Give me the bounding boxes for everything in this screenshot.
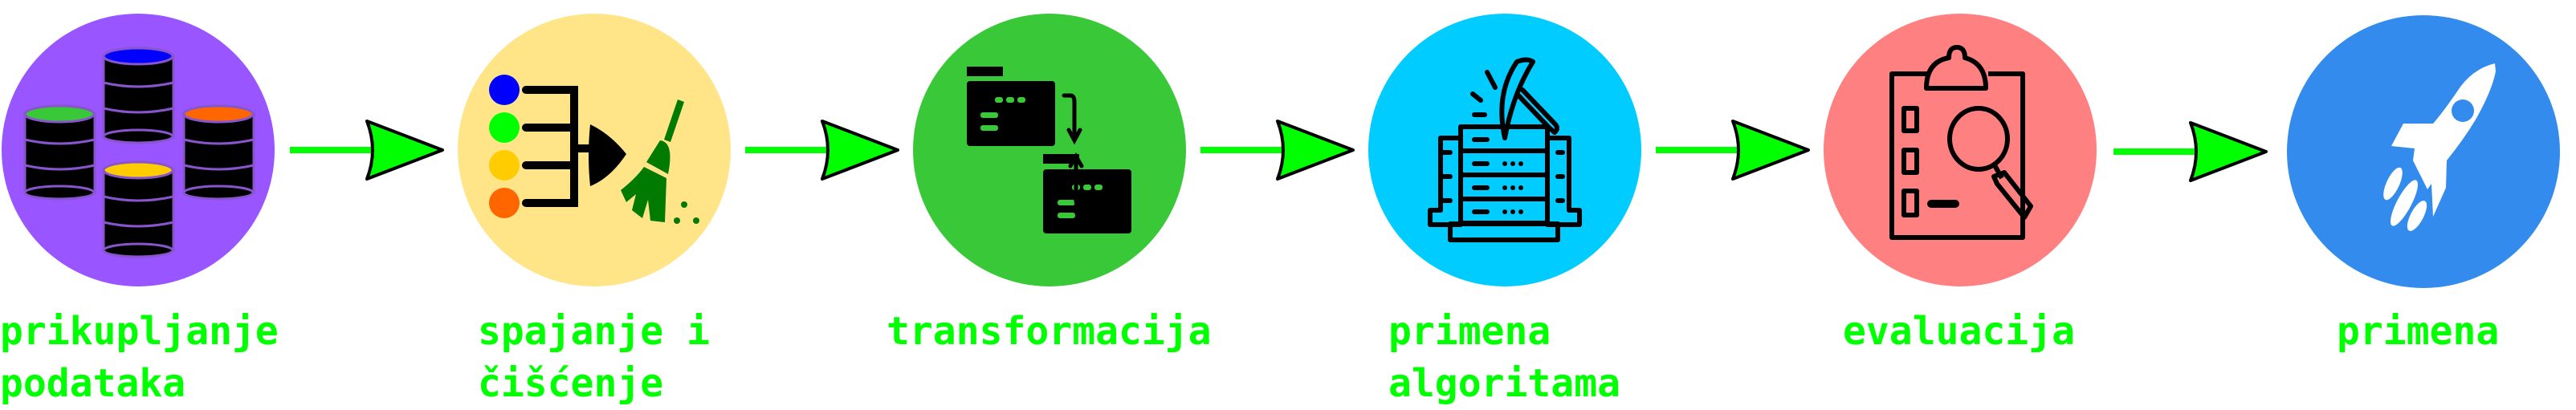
- step-label-spajanje: spajanje i čišćenje: [478, 306, 710, 410]
- step-circle: [913, 14, 1186, 286]
- step-spajanje: [458, 14, 731, 286]
- flow-arrow-2: [744, 120, 899, 181]
- step-transformacija: [913, 14, 1186, 286]
- step-primena-algoritama: [1368, 14, 1641, 286]
- step-circle: [1824, 14, 2097, 286]
- flow-arrow-4: [1654, 120, 1810, 181]
- step-label-evaluacija: evaluacija: [1843, 306, 2075, 358]
- file-transform-icon: [967, 67, 1131, 233]
- label-line: algoritama: [1388, 361, 1620, 406]
- label-line: prikupljanje: [0, 309, 279, 354]
- label-line: podataka: [0, 361, 186, 406]
- flow-arrow-5: [2112, 121, 2268, 182]
- step-label-transformacija: transformacija: [887, 306, 1212, 358]
- rocket-icon: [2383, 63, 2496, 231]
- step-label-primena: primena: [2337, 306, 2499, 358]
- label-line: primena: [1388, 309, 1551, 354]
- step-evaluacija: [1824, 14, 2097, 286]
- label-line: transformacija: [887, 309, 1212, 354]
- label-line: evaluacija: [1843, 309, 2075, 354]
- step-label-prikupljanje: prikupljanje podataka: [0, 306, 279, 410]
- flow-arrow-1: [288, 120, 444, 181]
- step-circle: [2, 14, 275, 286]
- merge-and-clean-icon: [489, 75, 699, 224]
- step-primena: [2287, 15, 2560, 288]
- database-stack-icon: [23, 47, 255, 258]
- data-mining-icon: [1428, 57, 1582, 242]
- clipboard-inspect-icon: [1889, 45, 2033, 240]
- label-line: primena: [2337, 309, 2500, 354]
- label-line: čišćenje: [478, 361, 664, 406]
- label-line: spajanje i: [478, 309, 710, 354]
- step-prikupljanje: [2, 14, 275, 286]
- flow-arrow-3: [1199, 120, 1355, 181]
- step-label-primena-algoritama: primena algoritama: [1388, 306, 1620, 410]
